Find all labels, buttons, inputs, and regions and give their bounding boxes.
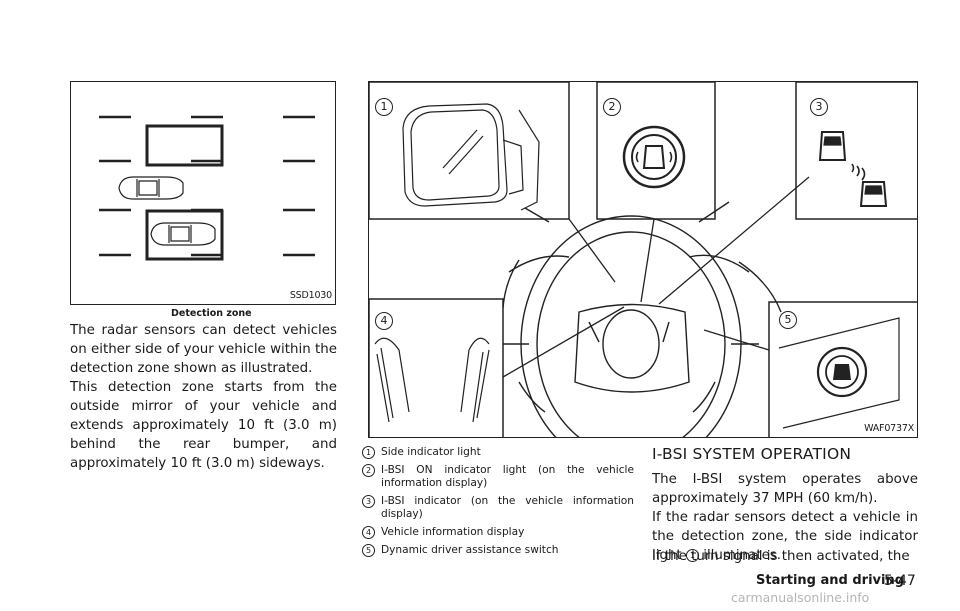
cockpit-figure: 1 2 3 4 5 WAF0737X bbox=[368, 81, 918, 438]
legend-text: Vehicle information display bbox=[381, 526, 525, 538]
legend-number-icon: 5 bbox=[362, 544, 375, 557]
legend-number-icon: 4 bbox=[362, 526, 375, 539]
watermark: carmanualsonline.info bbox=[731, 590, 870, 605]
paragraph-side-indicator: If the radar sensors detect a vehicle in… bbox=[652, 508, 918, 565]
steering-wheel-drawing bbox=[502, 201, 782, 437]
paragraph-turn-signal: If the turn signal is then activated, th… bbox=[652, 547, 918, 566]
section-heading: I-BSI SYSTEM OPERATION bbox=[652, 445, 852, 463]
legend-item: 2 I-BSI ON indicator light (on the vehic… bbox=[362, 464, 634, 490]
vehicle-display-drawing bbox=[818, 131, 888, 207]
detection-zone-diagram bbox=[99, 115, 315, 261]
information-display-drawing bbox=[374, 337, 490, 423]
paragraph-text: illuminates. bbox=[703, 548, 782, 563]
side-mirror-drawing bbox=[402, 103, 540, 211]
legend-item: 1 Side indicator light bbox=[362, 446, 634, 459]
paragraph-zone-extent: This detection zone starts from the outs… bbox=[70, 378, 337, 473]
callout-5-icon: 5 bbox=[779, 311, 797, 329]
paragraph-operating-speed: The I-BSI system operates above approxim… bbox=[652, 470, 918, 508]
leader-lines bbox=[502, 176, 810, 378]
page-number: 5-47 bbox=[884, 573, 916, 589]
bsi-on-indicator-drawing bbox=[622, 125, 686, 189]
figure-caption: Detection zone bbox=[171, 308, 252, 319]
paragraph-detect: The radar sensors can detect vehicles on… bbox=[70, 321, 337, 378]
paragraph-text: If the turn signal is then activated, th… bbox=[652, 549, 910, 564]
figure-code: SSD1030 bbox=[289, 290, 332, 301]
legend-item: 3 I-BSI indicator (on the vehicle inform… bbox=[362, 495, 634, 521]
legend-text: I-BSI ON indicator light (on the vehicle… bbox=[381, 464, 634, 489]
legend-number-icon: 2 bbox=[362, 464, 375, 477]
detection-zone-figure: SSD1030 bbox=[70, 81, 336, 305]
lower-detection-zone bbox=[145, 209, 224, 261]
paragraph-text: The radar sensors can detect vehicles on… bbox=[70, 323, 337, 376]
legend-item: 4 Vehicle information display bbox=[362, 526, 634, 539]
upper-detection-zone bbox=[145, 124, 224, 167]
callout-2-icon: 2 bbox=[603, 98, 621, 116]
assistance-switch-drawing bbox=[778, 317, 900, 429]
paragraph-text: If the radar sensors detect a vehicle in… bbox=[652, 510, 918, 563]
legend-text: Dynamic driver assistance switch bbox=[381, 544, 559, 556]
figure-legend: 1 Side indicator light 2 I-BSI ON indica… bbox=[362, 446, 634, 562]
legend-number-icon: 3 bbox=[362, 495, 375, 508]
paragraph-text: This detection zone starts from the outs… bbox=[70, 380, 337, 471]
legend-text: Side indicator light bbox=[381, 446, 481, 458]
callout-4-icon: 4 bbox=[375, 312, 393, 330]
callout-1-icon: 1 bbox=[375, 98, 393, 116]
footer-section-title: Starting and driving bbox=[756, 573, 905, 588]
paragraph-text: The I-BSI system operates above approxim… bbox=[652, 472, 918, 506]
adjacent-vehicle-outline bbox=[118, 176, 184, 200]
own-vehicle-outline bbox=[150, 222, 216, 246]
legend-number-icon: 1 bbox=[362, 446, 375, 459]
cockpit-diagram bbox=[369, 82, 917, 437]
callout-3-icon: 3 bbox=[810, 98, 828, 116]
inline-callout-icon: 1 bbox=[685, 549, 699, 562]
legend-item: 5 Dynamic driver assistance switch bbox=[362, 544, 634, 557]
legend-text: I-BSI indicator (on the vehicle informat… bbox=[381, 495, 634, 520]
lane-markings bbox=[99, 115, 315, 257]
figure-code: WAF0737X bbox=[864, 423, 914, 434]
